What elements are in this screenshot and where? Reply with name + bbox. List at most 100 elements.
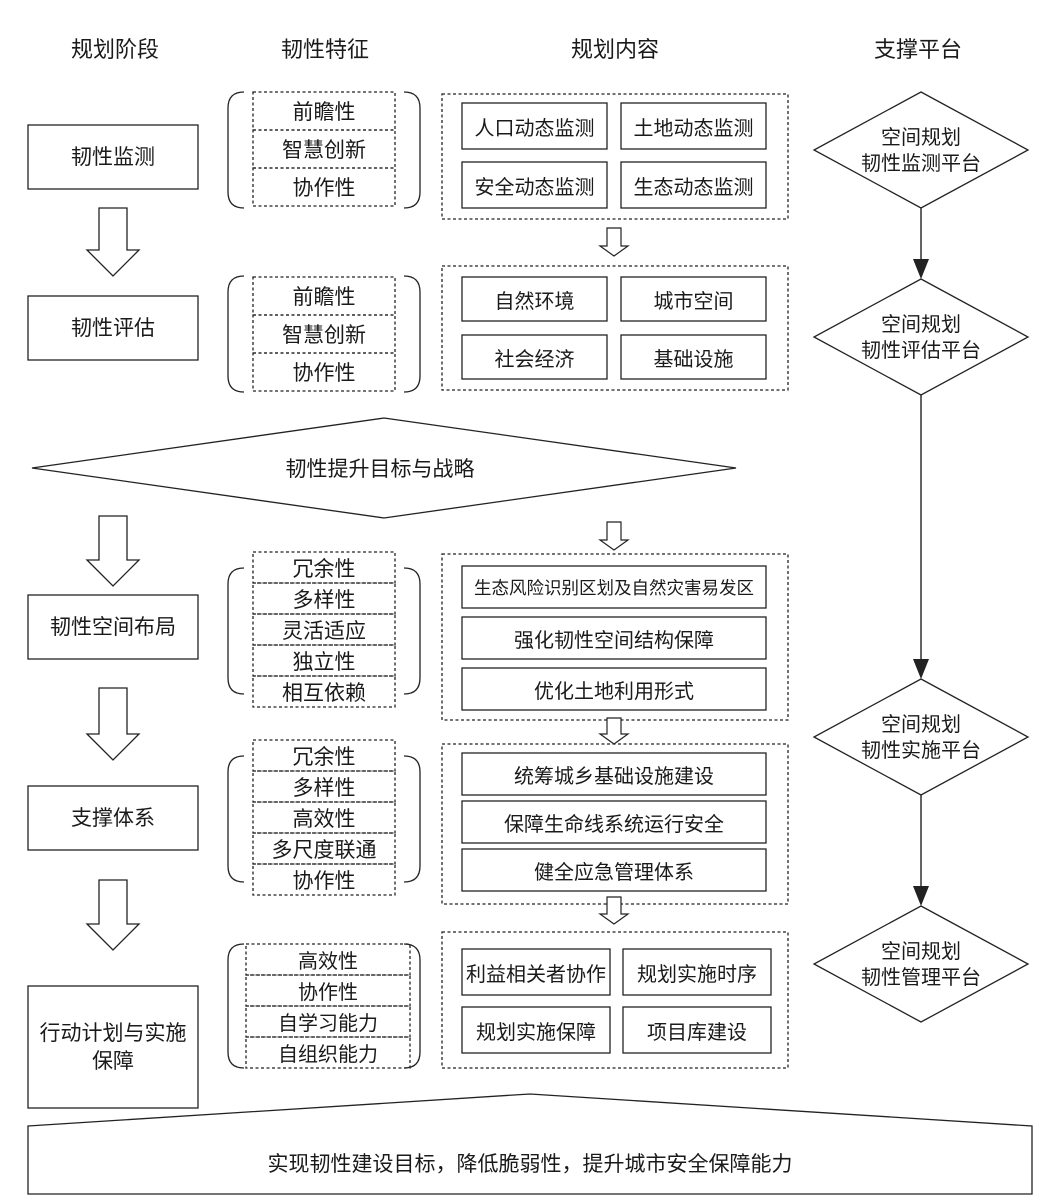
feature-item: 前瞻性	[292, 100, 356, 124]
feature-item: 自组织能力	[278, 1042, 378, 1066]
feature-item: 冗余性	[292, 556, 356, 581]
content-box: 自然环境	[494, 288, 575, 313]
content-group	[441, 265, 789, 391]
content-box-frame	[461, 616, 767, 660]
feature-cell	[252, 613, 396, 646]
content-group	[441, 93, 789, 220]
feature-item: 自学习能力	[278, 1011, 378, 1035]
bracket-left	[227, 567, 245, 695]
content-box-frame	[622, 1006, 772, 1054]
feature-cell	[252, 801, 396, 834]
bracket-right	[403, 567, 421, 695]
platform-diamond: 空间规划 韧性管理平台	[861, 939, 981, 989]
flow-arrow	[85, 515, 141, 587]
feature-cell	[252, 739, 396, 772]
header-content: 规划内容	[570, 38, 659, 63]
feature-item: 协作性	[292, 361, 356, 385]
platform-diamond: 空间规划 韧性实施平台	[861, 712, 981, 762]
content-box: 利益相关者协作	[466, 961, 606, 986]
flow-arrow	[85, 207, 141, 277]
feature-cell	[252, 314, 396, 354]
content-box: 优化土地利用形式	[534, 678, 694, 703]
feature-item: 协作性	[292, 176, 356, 200]
bracket-left	[227, 91, 245, 209]
content-box-frame	[461, 102, 608, 150]
feature-cell	[245, 974, 411, 1007]
feature-item: 独立性	[292, 649, 356, 674]
content-group	[441, 931, 789, 1069]
flow-arrow	[85, 687, 141, 761]
stage-box-frame	[27, 124, 199, 190]
feature-item: 智慧创新	[282, 323, 366, 347]
stage-box: 行动计划与实施保障	[39, 1020, 187, 1073]
content-box-frame	[622, 948, 772, 996]
content-box: 规划实施时序	[637, 961, 757, 986]
stage-box-frame	[27, 594, 199, 660]
feature-cell	[252, 863, 396, 896]
platform-shape	[812, 905, 1030, 1023]
content-box: 社会经济	[494, 346, 575, 371]
content-box-frame	[461, 752, 767, 796]
feature-item: 多尺度联通	[271, 837, 377, 862]
bottom-banner-shape	[27, 1093, 1033, 1195]
stage-box: 韧性评估	[71, 315, 155, 340]
goal-strategy-diamond: 韧性提升目标与战略	[285, 457, 475, 481]
feature-cell	[252, 644, 396, 677]
feature-item: 多样性	[292, 775, 356, 800]
content-box: 生态动态监测	[633, 174, 754, 199]
feature-cell	[252, 129, 396, 169]
content-box: 规划实施保障	[476, 1019, 596, 1044]
feature-cell	[252, 551, 396, 584]
content-box-frame	[620, 276, 767, 322]
bracket-right	[403, 755, 421, 883]
feature-cell	[252, 352, 396, 392]
content-box: 生态风险识别区划及自然灾害易发区	[474, 578, 754, 599]
bottom-banner: 实现韧性建设目标，降低脆弱性，提升城市安全保障能力	[267, 1152, 793, 1176]
content-arrow	[598, 896, 630, 925]
content-box-frame	[461, 276, 608, 322]
bracket-left	[227, 943, 245, 1069]
stage-box-frame	[27, 295, 199, 361]
arrowhead	[913, 659, 929, 679]
feature-cell	[252, 91, 396, 131]
header-platform: 支撑平台	[873, 38, 962, 63]
feature-item: 协作性	[298, 980, 358, 1004]
stage-box: 韧性监测	[71, 144, 155, 169]
header-stage: 规划阶段	[70, 38, 159, 63]
feature-item: 多样性	[292, 587, 356, 612]
header-features: 韧性特征	[280, 38, 369, 63]
feature-item: 前瞻性	[292, 285, 356, 309]
arrowhead	[913, 886, 929, 906]
content-arrow	[598, 717, 630, 745]
stage-box: 韧性空间布局	[50, 614, 176, 639]
stage-box: 支撑体系	[71, 805, 155, 830]
feature-item: 协作性	[292, 868, 356, 893]
content-box-frame	[620, 334, 767, 380]
feature-cell	[252, 770, 396, 803]
content-box-frame	[461, 334, 608, 380]
feature-item: 冗余性	[292, 744, 356, 769]
bracket-right	[403, 943, 421, 1069]
flow-arrow	[85, 879, 141, 951]
goal-strategy-shape	[31, 417, 737, 519]
content-box: 人口动态监测	[474, 115, 595, 140]
content-box: 城市空间	[653, 288, 734, 313]
content-box-frame	[461, 800, 767, 844]
stage-box-frame	[27, 985, 199, 1109]
feature-cell	[245, 1036, 411, 1069]
feature-cell	[252, 276, 396, 316]
feature-cell	[252, 675, 396, 708]
content-box: 强化韧性空间结构保障	[514, 627, 714, 652]
content-box-frame	[620, 102, 767, 150]
content-box: 保障生命线系统运行安全	[504, 811, 724, 836]
content-box-frame	[461, 565, 767, 609]
feature-item: 灵活适应	[282, 618, 366, 643]
content-box: 项目库建设	[647, 1019, 747, 1044]
feature-cell	[252, 582, 396, 615]
stage-box-frame	[27, 785, 199, 851]
arrowhead	[913, 259, 929, 279]
content-box: 健全应急管理体系	[534, 859, 694, 884]
platform-diamond: 空间规划 韧性监测平台	[861, 125, 981, 175]
platform-diamond: 空间规划 韧性评估平台	[861, 312, 981, 362]
